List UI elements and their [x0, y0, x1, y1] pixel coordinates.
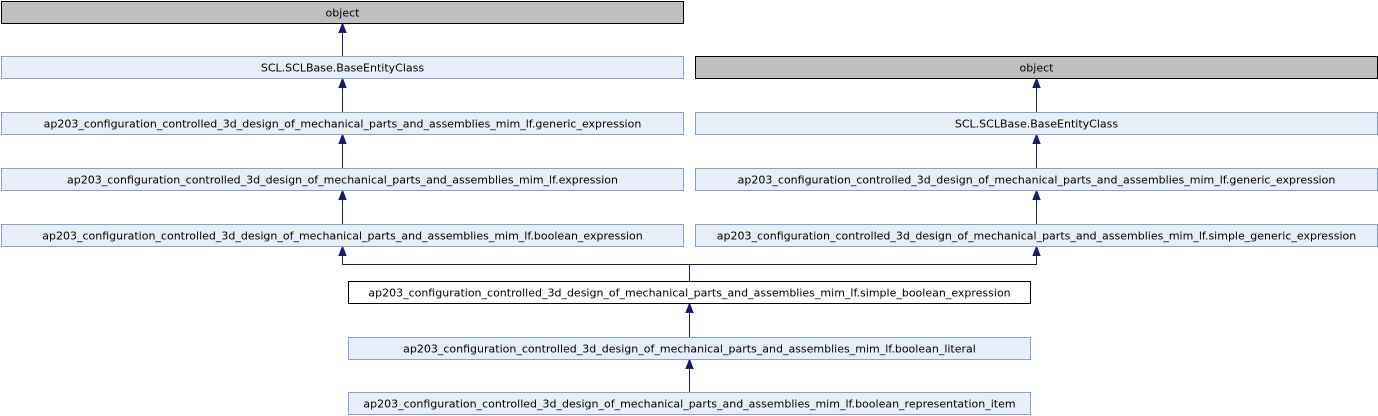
class-node-box[interactable]	[1, 56, 684, 79]
class-node-label: object	[1020, 62, 1055, 75]
class-node-base-right[interactable]: SCL.SCLBase.BaseEntityClass	[695, 112, 1378, 135]
arrowhead	[1032, 77, 1041, 88]
arrowhead	[338, 245, 347, 256]
class-node-object-left[interactable]: object	[1, 1, 684, 24]
inheritance-edge-base-right-to-object-right	[1032, 77, 1041, 113]
class-node-label: ap203_configuration_controlled_3d_design…	[42, 230, 643, 243]
arrowhead	[685, 358, 694, 369]
edge-line	[342, 255, 690, 282]
class-node-box[interactable]	[1, 168, 684, 191]
class-node-object-right[interactable]: object	[695, 56, 1378, 79]
class-node-boolean-expression[interactable]: ap203_configuration_controlled_3d_design…	[1, 224, 684, 247]
class-node-generic-left[interactable]: ap203_configuration_controlled_3d_design…	[1, 112, 684, 135]
class-node-label: ap203_configuration_controlled_3d_design…	[717, 230, 1356, 243]
arrowhead	[338, 77, 347, 88]
class-node-label: SCL.SCLBase.BaseEntityClass	[955, 118, 1118, 131]
class-node-box[interactable]	[1, 112, 684, 135]
inheritance-edge-generic-left-to-base-left	[338, 77, 347, 113]
class-node-simple-boolean[interactable]: ap203_configuration_controlled_3d_design…	[348, 281, 1031, 304]
class-node-simple-generic[interactable]: ap203_configuration_controlled_3d_design…	[695, 224, 1378, 247]
class-node-box[interactable]	[1, 1, 684, 24]
inheritance-edge-generic-right-to-base-right	[1032, 133, 1041, 169]
inheritance-edge-expression-to-generic-left	[338, 133, 347, 169]
class-node-label: ap203_configuration_controlled_3d_design…	[363, 398, 1015, 411]
class-node-box[interactable]	[348, 337, 1031, 360]
class-node-label: ap203_configuration_controlled_3d_design…	[44, 118, 642, 131]
class-node-label: ap203_configuration_controlled_3d_design…	[738, 174, 1336, 187]
inheritance-edge-base-left-to-object-left	[338, 22, 347, 57]
class-node-label: object	[326, 7, 361, 20]
class-node-base-left[interactable]: SCL.SCLBase.BaseEntityClass	[1, 56, 684, 79]
class-node-label: ap203_configuration_controlled_3d_design…	[368, 287, 1010, 300]
inheritance-edge-boolean-rep-item-to-boolean-literal	[685, 358, 694, 393]
inheritance-edge-simple-generic-to-generic-right	[1032, 189, 1041, 225]
class-node-generic-right[interactable]: ap203_configuration_controlled_3d_design…	[695, 168, 1378, 191]
edges-layer	[338, 22, 1041, 393]
arrowhead	[1032, 133, 1041, 144]
class-node-boolean-literal[interactable]: ap203_configuration_controlled_3d_design…	[348, 337, 1031, 360]
class-node-label: ap203_configuration_controlled_3d_design…	[403, 343, 976, 356]
arrowhead	[685, 302, 694, 313]
class-node-box[interactable]	[1, 224, 684, 247]
inheritance-edge-boolean-literal-to-simple-boolean	[685, 302, 694, 338]
arrowhead	[1032, 245, 1041, 256]
arrowhead	[338, 133, 347, 144]
class-node-label: SCL.SCLBase.BaseEntityClass	[261, 62, 424, 75]
inheritance-edge-simple-boolean-to-simple-generic	[689, 245, 1041, 282]
class-node-expression[interactable]: ap203_configuration_controlled_3d_design…	[1, 168, 684, 191]
inheritance-edge-simple-boolean-to-boolean-expression	[338, 245, 690, 282]
class-node-box[interactable]	[348, 392, 1031, 415]
class-node-boolean-rep-item[interactable]: ap203_configuration_controlled_3d_design…	[348, 392, 1031, 415]
class-node-label: ap203_configuration_controlled_3d_design…	[67, 174, 618, 187]
class-node-box[interactable]	[348, 281, 1031, 304]
arrowhead	[1032, 189, 1041, 200]
edge-line	[689, 255, 1037, 282]
arrowhead	[338, 189, 347, 200]
inheritance-edge-boolean-expression-to-expression	[338, 189, 347, 225]
arrowhead	[338, 22, 347, 33]
